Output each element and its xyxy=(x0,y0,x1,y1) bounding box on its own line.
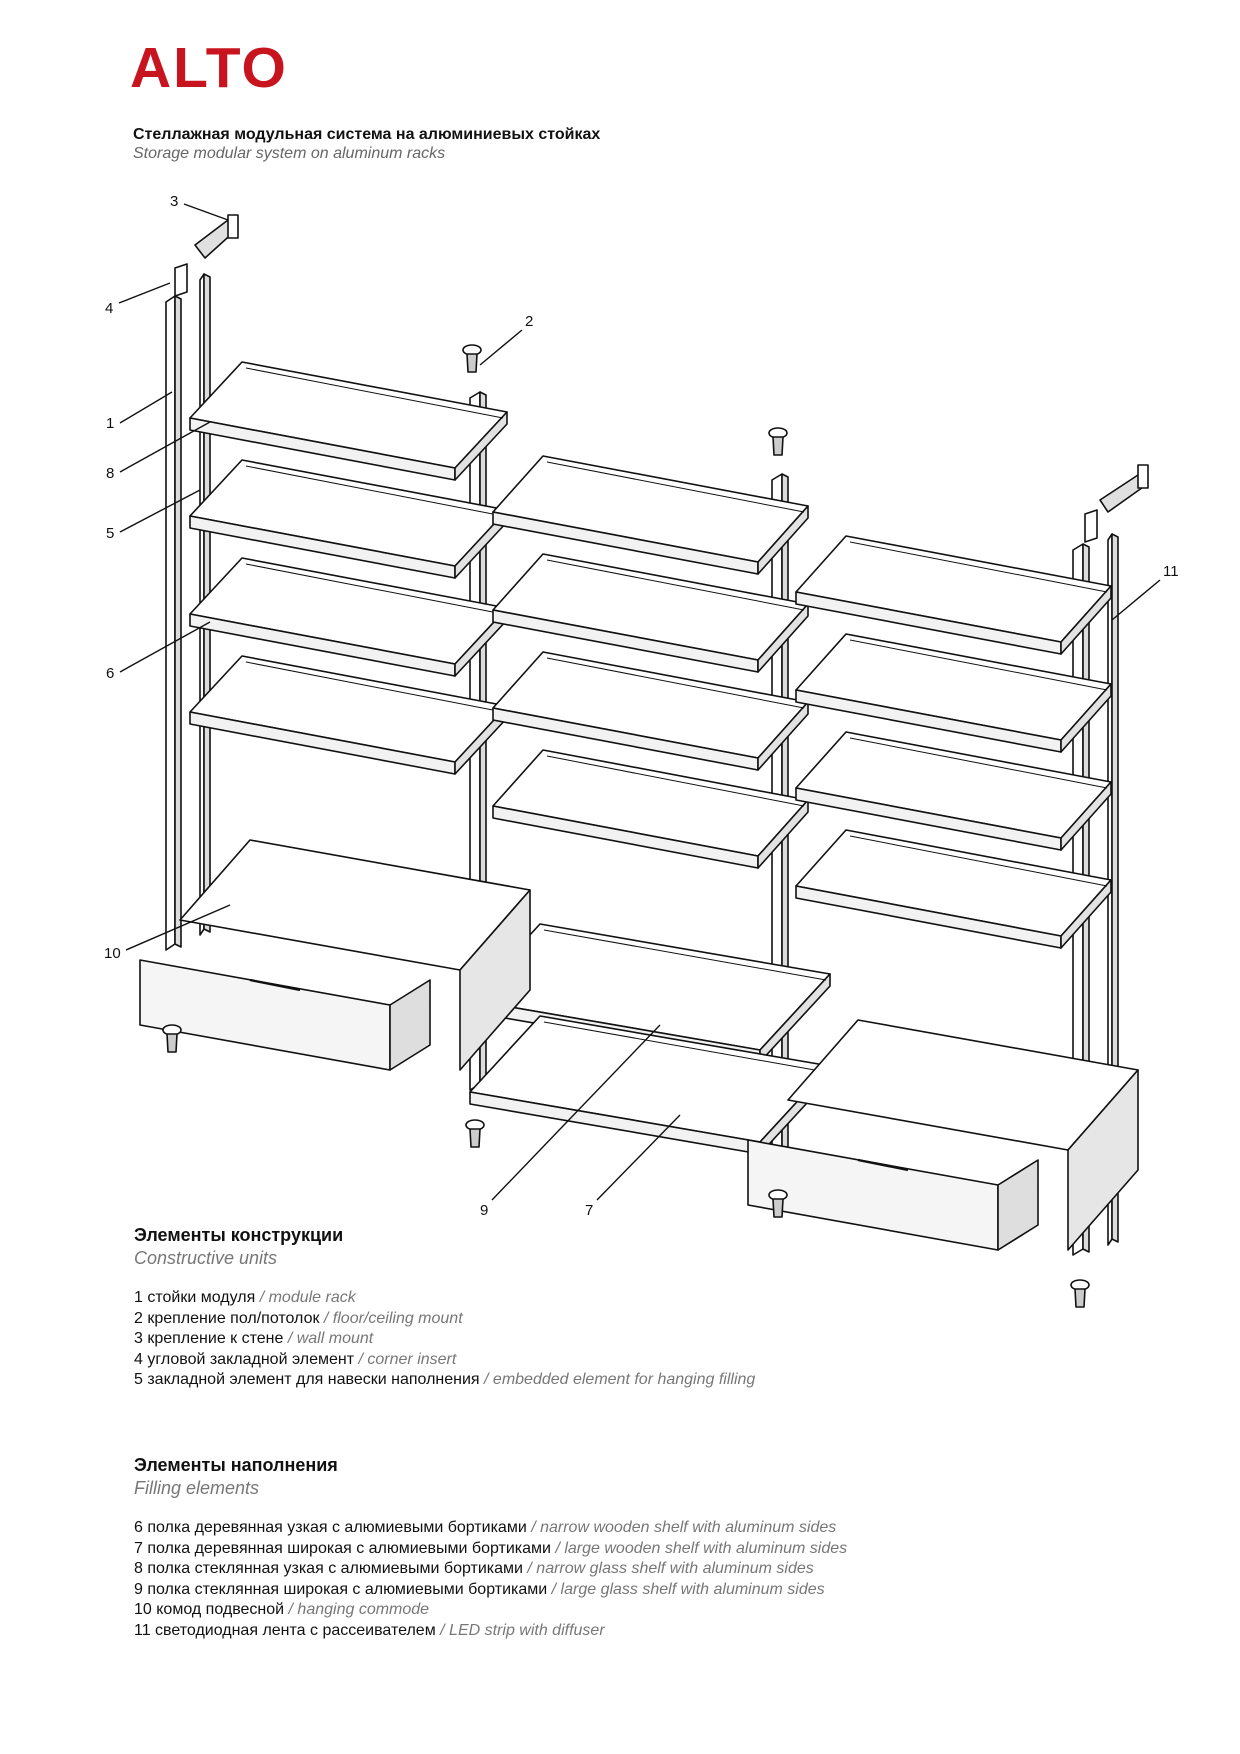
commode-side xyxy=(459,889,531,1071)
shelf-side xyxy=(757,505,809,575)
callout-leader xyxy=(125,904,231,951)
shelf-rim xyxy=(546,657,805,709)
list-item: 1 стойки модуля / module rack xyxy=(134,1289,356,1306)
list-item: 4 угловой закладной элемент / corner ins… xyxy=(134,1350,457,1368)
list-item: 11 светодиодная лента с рассеивателем / … xyxy=(134,1621,605,1639)
callout-number: 11 xyxy=(1163,563,1179,580)
constructive-subtitle: Constructive units xyxy=(134,1248,278,1268)
callout-number: 8 xyxy=(106,465,114,482)
callout-leader xyxy=(1111,579,1161,621)
constructive-list: 1 стойки модуля / module rack 2 креплени… xyxy=(134,1288,755,1391)
diagram-leaders xyxy=(118,203,1161,1201)
drawer-handle xyxy=(857,1158,909,1172)
callout-leader xyxy=(119,489,201,533)
callout-number: 2 xyxy=(525,313,533,330)
drawer-side xyxy=(997,1159,1039,1251)
shelf-rim xyxy=(245,465,504,517)
shelf-rim xyxy=(849,737,1108,789)
mount-body xyxy=(772,436,784,456)
shelf-side xyxy=(757,799,809,869)
callout-leader xyxy=(183,203,229,221)
drawer-front xyxy=(139,959,391,1071)
shelf-rim xyxy=(543,1021,827,1073)
shelf-rim xyxy=(849,541,1108,593)
shelf-side xyxy=(1060,585,1112,655)
mount-body xyxy=(469,1128,481,1148)
shelf-rim xyxy=(546,559,805,611)
subtitle-english: Storage modular system on aluminum racks xyxy=(133,145,446,162)
mount-body xyxy=(1074,1288,1086,1308)
shelf-rim xyxy=(245,367,504,419)
mount-body xyxy=(772,1198,784,1218)
list-item: 6 полка деревянная узкая с алюмиевыми бо… xyxy=(134,1519,837,1536)
corner-insert xyxy=(174,263,188,297)
callout-leader xyxy=(118,282,171,304)
shelf-rim xyxy=(849,639,1108,691)
brand-logo: ALTO xyxy=(130,36,288,100)
callout-leader xyxy=(119,621,211,673)
shelf-rim xyxy=(546,755,805,807)
shelf-side xyxy=(757,603,809,673)
wall-mount-plate xyxy=(1137,464,1149,489)
drawer-handle xyxy=(249,978,301,992)
callout-leader xyxy=(119,421,211,473)
subtitle-russian: Стеллажная модульная система на алюминие… xyxy=(133,126,601,143)
callout-number: 9 xyxy=(480,1202,488,1219)
filling-subtitle: Filling elements xyxy=(134,1478,260,1498)
shelf-rim xyxy=(245,661,504,713)
wall-mount-plate xyxy=(227,214,239,239)
shelf-side xyxy=(454,411,508,481)
filling-list: 6 полка деревянная узкая с алюмиевыми бо… xyxy=(134,1518,847,1641)
callout-number: 4 xyxy=(105,300,113,317)
shelf-rim xyxy=(849,835,1108,887)
list-item: 9 полка стеклянная широкая с алюмиевыми … xyxy=(134,1580,825,1598)
callout-leader xyxy=(491,1024,661,1201)
list-item: 7 полка деревянная широкая с алюмиевыми … xyxy=(134,1539,848,1557)
commode-side xyxy=(1067,1069,1139,1251)
callout-leader xyxy=(596,1114,681,1201)
list-item: 5 закладной элемент для навески наполнен… xyxy=(134,1371,756,1388)
shelf-side xyxy=(1060,683,1112,753)
shelf-rim xyxy=(546,461,805,513)
callout-number: 1 xyxy=(106,415,114,432)
mount-body xyxy=(166,1033,178,1053)
constructive-title: Элементы конструкции xyxy=(134,1225,344,1245)
diagram-callouts: 3 4 2 1 8 5 6 10 9 7 11 xyxy=(104,193,1179,1219)
list-item: 3 крепление к стене / wall mount xyxy=(134,1330,374,1347)
callout-number: 10 xyxy=(104,945,121,962)
corner-insert xyxy=(1084,509,1098,543)
list-item: 10 комод подвесной / hanging commode xyxy=(134,1601,430,1618)
callout-leader xyxy=(479,329,523,366)
callout-number: 6 xyxy=(106,665,114,682)
shelf-side xyxy=(1060,781,1112,851)
callout-number: 7 xyxy=(585,1202,593,1219)
diagram-drawing xyxy=(139,214,1149,1308)
shelf-side xyxy=(757,701,809,771)
rack-post-side xyxy=(174,295,182,948)
mount-body xyxy=(466,353,478,373)
callout-leader xyxy=(119,391,173,424)
callout-number: 5 xyxy=(106,525,114,542)
callout-number: 3 xyxy=(170,193,178,210)
shelf-side xyxy=(1060,879,1112,949)
filling-title: Элементы наполнения xyxy=(134,1455,338,1475)
shelf-rim xyxy=(245,563,504,615)
shelf-rim xyxy=(543,929,827,981)
list-item: 2 крепление пол/потолок / floor/ceiling … xyxy=(134,1309,463,1327)
drawer-side xyxy=(389,979,431,1071)
list-item: 8 полка стеклянная узкая с алюмиевыми бо… xyxy=(134,1560,814,1577)
